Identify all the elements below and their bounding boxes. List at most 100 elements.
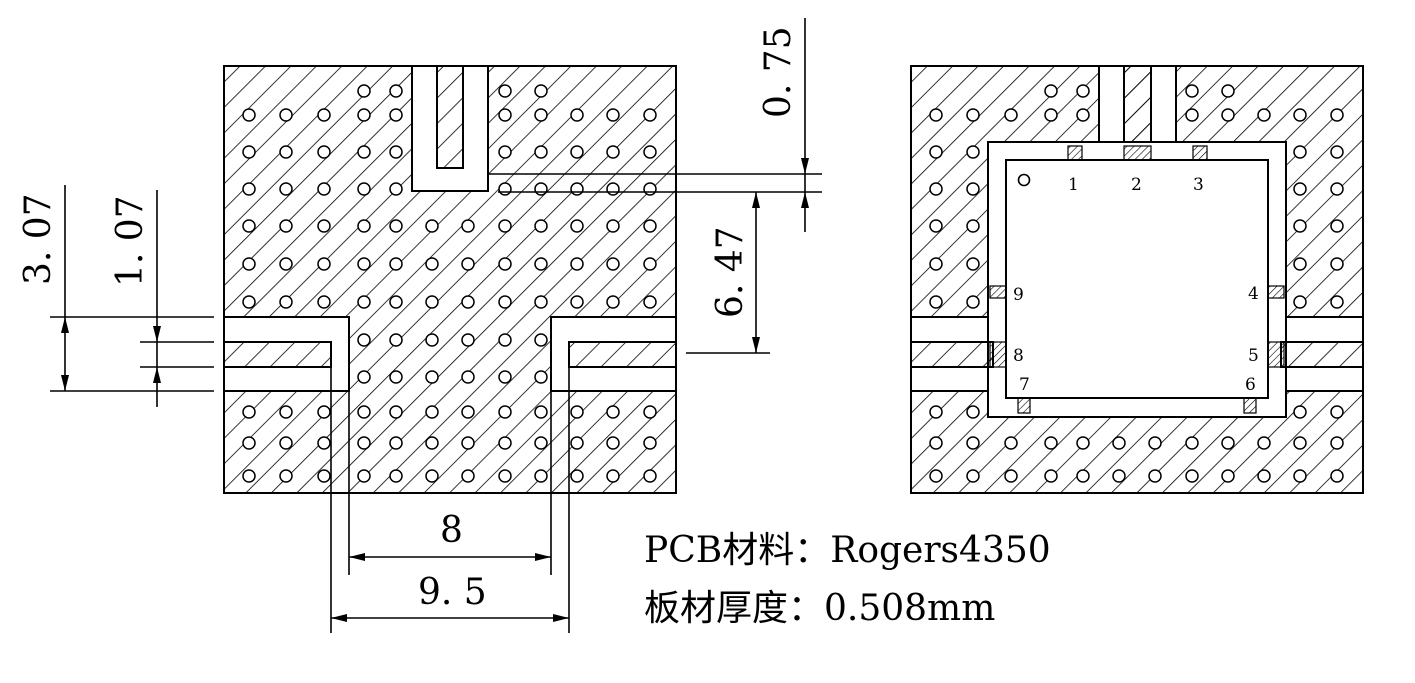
pin-8: 8 bbox=[1013, 346, 1024, 366]
via-hole bbox=[929, 145, 943, 159]
via-hole bbox=[1330, 405, 1344, 419]
via-hole bbox=[1148, 469, 1162, 483]
via-hole bbox=[389, 182, 403, 196]
via-hole bbox=[357, 436, 371, 450]
via-hole bbox=[966, 405, 980, 419]
via-hole bbox=[534, 405, 548, 419]
via-hole bbox=[1148, 436, 1162, 450]
via-hole bbox=[389, 108, 403, 122]
via-hole bbox=[1330, 219, 1344, 233]
pin-3: 3 bbox=[1193, 175, 1204, 195]
via-hole bbox=[1293, 469, 1307, 483]
dim-inner-width: 8 bbox=[440, 510, 463, 551]
via-hole bbox=[279, 108, 293, 122]
via-hole bbox=[643, 108, 657, 122]
via-hole bbox=[1221, 436, 1235, 450]
via-hole bbox=[425, 469, 439, 483]
via-hole bbox=[606, 182, 620, 196]
via-hole bbox=[1076, 469, 1090, 483]
via-hole bbox=[461, 257, 475, 271]
via-hole bbox=[357, 469, 371, 483]
via-hole bbox=[1044, 108, 1058, 122]
via-hole bbox=[929, 295, 943, 309]
dim-height-top: 6. 47 bbox=[710, 226, 751, 318]
via-hole bbox=[279, 145, 293, 159]
via-hole bbox=[498, 108, 512, 122]
via-hole bbox=[534, 333, 548, 347]
via-hole bbox=[498, 145, 512, 159]
via-hole bbox=[570, 436, 584, 450]
via-hole bbox=[643, 257, 657, 271]
via-hole bbox=[643, 469, 657, 483]
board-outline-left bbox=[223, 65, 677, 494]
via-hole bbox=[929, 219, 943, 233]
thickness-note: 板材厚度：0.508mm bbox=[644, 588, 995, 629]
via-hole bbox=[1076, 436, 1090, 450]
via-hole bbox=[606, 405, 620, 419]
via-hole bbox=[425, 370, 439, 384]
via-hole bbox=[279, 469, 293, 483]
bond-pads bbox=[989, 145, 1285, 414]
via-hole bbox=[389, 405, 403, 419]
via-hole bbox=[1112, 436, 1126, 450]
via-hole bbox=[461, 295, 475, 309]
via-hole bbox=[1293, 405, 1307, 419]
via-hole bbox=[643, 182, 657, 196]
via-hole bbox=[317, 295, 331, 309]
via-hole bbox=[606, 469, 620, 483]
pin-4: 4 bbox=[1248, 284, 1259, 304]
via-hole bbox=[242, 257, 256, 271]
via-hole bbox=[317, 108, 331, 122]
via-hole bbox=[534, 219, 548, 233]
via-hole bbox=[357, 405, 371, 419]
via-hole bbox=[317, 182, 331, 196]
via-hole bbox=[929, 436, 943, 450]
via-hole bbox=[1293, 219, 1307, 233]
via-hole bbox=[461, 370, 475, 384]
via-hole bbox=[1257, 469, 1271, 483]
via-hole bbox=[1185, 469, 1199, 483]
via-hole bbox=[1221, 84, 1235, 98]
via-hole bbox=[643, 405, 657, 419]
pin-1: 1 bbox=[1068, 175, 1079, 195]
via-hole bbox=[389, 84, 403, 98]
via-hole bbox=[570, 219, 584, 233]
via-hole bbox=[606, 295, 620, 309]
via-hole bbox=[389, 333, 403, 347]
via-hole bbox=[317, 405, 331, 419]
via-hole bbox=[242, 182, 256, 196]
chip-mounted-view: 1 2 3 4 5 6 7 8 9 bbox=[910, 65, 1364, 494]
via-hole bbox=[1330, 108, 1344, 122]
via-hole bbox=[357, 333, 371, 347]
via-hole bbox=[606, 436, 620, 450]
via-hole bbox=[317, 145, 331, 159]
dim-gap-top: 0. 75 bbox=[758, 26, 799, 118]
via-hole bbox=[643, 436, 657, 450]
via-hole bbox=[1293, 182, 1307, 196]
via-hole bbox=[1185, 108, 1199, 122]
via-hole bbox=[317, 257, 331, 271]
via-hole bbox=[425, 295, 439, 309]
via-hole bbox=[498, 370, 512, 384]
material-note: PCB材料：Rogers4350 bbox=[644, 530, 1051, 571]
via-hole bbox=[1076, 108, 1090, 122]
via-hole bbox=[425, 436, 439, 450]
via-hole bbox=[1004, 469, 1018, 483]
via-hole bbox=[357, 257, 371, 271]
via-hole bbox=[534, 257, 548, 271]
via-hole bbox=[389, 219, 403, 233]
via-hole bbox=[1293, 257, 1307, 271]
via-hole bbox=[279, 182, 293, 196]
via-hole bbox=[498, 257, 512, 271]
via-hole bbox=[461, 469, 475, 483]
via-hole bbox=[242, 108, 256, 122]
via-hole bbox=[389, 145, 403, 159]
via-hole bbox=[357, 108, 371, 122]
via-hole bbox=[498, 333, 512, 347]
dimension-lines bbox=[50, 18, 822, 633]
via-hole bbox=[242, 469, 256, 483]
via-hole bbox=[570, 145, 584, 159]
board-layout-view bbox=[223, 65, 677, 494]
via-hole bbox=[570, 182, 584, 196]
via-hole bbox=[317, 469, 331, 483]
